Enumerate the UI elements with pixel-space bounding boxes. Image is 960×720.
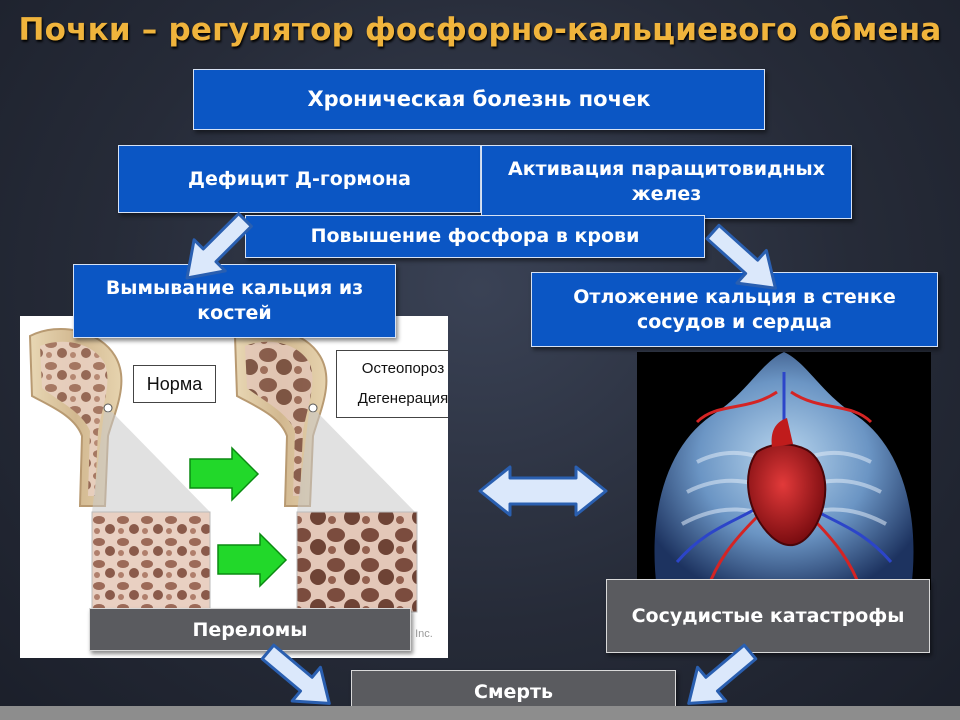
- calcium-leach-box: Вымывание кальция из костей: [73, 264, 396, 338]
- arrow-down-left-icon: [185, 212, 253, 280]
- parathyroid-label: Активация паращитовидных желез: [508, 158, 825, 205]
- green-arrow-right-icon: [189, 446, 260, 502]
- calcium-deposit-box: Отложение кальция в стенке сосудов и сер…: [531, 272, 938, 347]
- double-arrow-icon: [478, 465, 608, 517]
- slide-title: Почки – регулятор фосфорно-кальциевого о…: [18, 12, 942, 48]
- vascular-catastrophe-box: Сосудистые катастрофы: [606, 579, 930, 653]
- ckd-label: Хроническая болезнь почек: [307, 86, 651, 111]
- bone-illustration: [28, 328, 418, 613]
- phosphorus-box: Повышение фосфора в крови: [245, 215, 705, 258]
- copyright-text: , Inc.: [409, 628, 433, 640]
- label-osteoporosis-text: Остеопороз: [361, 360, 445, 377]
- death-box: Смерть: [351, 670, 676, 710]
- bottom-band: [0, 706, 960, 720]
- calcium-leach-label: Вымывание кальция из костей: [105, 277, 364, 324]
- fractures-label: Переломы: [192, 618, 308, 641]
- phosphorus-label: Повышение фосфора в крови: [310, 225, 640, 248]
- arrow-down-left-icon: [687, 643, 758, 705]
- fractures-box: Переломы: [89, 608, 411, 651]
- arrow-down-right-icon: [260, 643, 331, 705]
- d-deficit-box: Дефицит Д-гормона: [118, 145, 481, 213]
- death-label: Смерть: [474, 681, 553, 703]
- heart-illustration-panel: [637, 352, 931, 590]
- bone-illustration-panel: Норма Остеопороз Дегенерация , Inc.: [20, 316, 448, 658]
- d-deficit-label: Дефицит Д-гормона: [188, 167, 411, 190]
- ckd-box: Хроническая болезнь почек: [193, 69, 765, 130]
- arrow-down-right-icon: [705, 223, 777, 290]
- label-norm: Норма: [133, 365, 216, 403]
- parathyroid-box: Активация паращитовидных желез: [481, 145, 852, 219]
- calcium-deposit-label: Отложение кальция в стенке сосудов и сер…: [573, 285, 896, 333]
- label-norm-text: Норма: [146, 373, 203, 394]
- vascular-catastrophe-label: Сосудистые катастрофы: [631, 605, 905, 627]
- heart-vessels-illustration: [654, 352, 914, 590]
- green-arrow-right-icon: [217, 532, 288, 588]
- label-degeneration-text: Дегенерация: [357, 390, 448, 407]
- label-osteoporosis-degeneration: Остеопороз Дегенерация: [336, 350, 448, 418]
